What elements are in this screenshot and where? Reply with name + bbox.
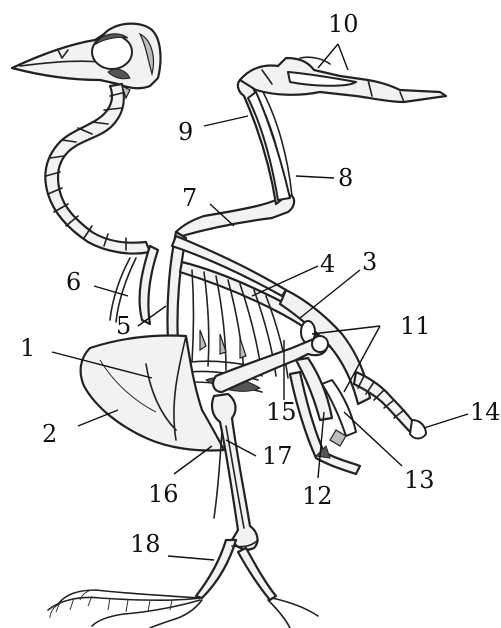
tail-vertebrae	[354, 372, 426, 439]
label-8: 8	[338, 164, 353, 192]
leader-14	[424, 414, 468, 428]
cervical-vertebrae	[45, 84, 150, 254]
label-2: 2	[42, 420, 57, 448]
label-13: 13	[404, 466, 435, 494]
label-3: 3	[362, 248, 377, 276]
label-17: 17	[262, 442, 293, 470]
leader-18	[168, 556, 214, 560]
label-9: 9	[178, 118, 193, 146]
label-16: 16	[148, 480, 179, 508]
leader-10a	[318, 44, 338, 68]
label-12: 12	[302, 482, 333, 510]
label-5: 5	[116, 312, 131, 340]
label-11: 11	[400, 312, 431, 340]
label-10: 10	[328, 10, 359, 38]
label-4: 4	[320, 250, 335, 278]
label-18: 18	[130, 530, 161, 558]
leader-8	[296, 176, 334, 178]
label-6: 6	[66, 268, 81, 296]
label-7: 7	[182, 184, 197, 212]
foot	[48, 590, 318, 628]
skull	[12, 24, 160, 89]
sternum-keel	[81, 336, 224, 451]
leader-9	[204, 116, 248, 126]
label-14: 14	[470, 398, 501, 426]
leader-10b	[338, 44, 348, 70]
label-1: 1	[20, 334, 35, 362]
leader-13	[344, 412, 402, 466]
label-15: 15	[266, 398, 297, 426]
